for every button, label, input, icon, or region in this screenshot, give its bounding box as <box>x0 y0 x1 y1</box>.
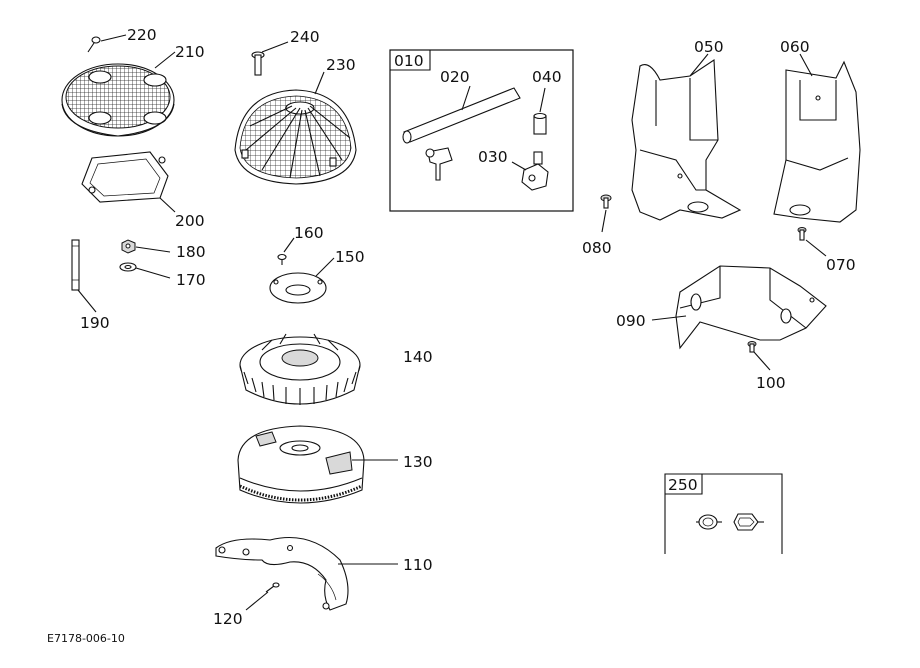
part-030-fitting-b <box>511 151 549 191</box>
part-230-screen-guard <box>234 71 357 185</box>
part-220-screw <box>87 34 127 53</box>
part-060-right-shroud <box>773 53 861 223</box>
label-160: 160 <box>294 224 324 242</box>
part-240-bolt <box>251 41 289 76</box>
label-130: 130 <box>403 453 433 471</box>
label-230: 230 <box>326 56 356 74</box>
part-020-tube <box>402 85 521 144</box>
part-140-fan <box>239 333 361 405</box>
label-250: 250 <box>668 476 698 494</box>
part-040-sleeve <box>533 87 547 135</box>
label-150: 150 <box>335 248 365 266</box>
part-120-screw <box>245 582 280 611</box>
part-190-stud <box>71 239 97 313</box>
kit-box-010 <box>389 49 574 212</box>
part-180-nut <box>121 239 171 254</box>
drawing-code: E7178-006-10 <box>47 632 125 645</box>
part-100-screw <box>747 341 771 371</box>
label-170: 170 <box>176 271 206 289</box>
label-110: 110 <box>403 556 433 574</box>
part-030-fitting-a <box>425 147 453 181</box>
part-250-clamp-left <box>696 514 722 530</box>
part-210-cleaner-cover <box>61 51 176 137</box>
label-070: 070 <box>826 256 856 274</box>
label-140: 140 <box>403 348 433 366</box>
part-070-screw <box>797 227 827 257</box>
part-090-lower-shroud <box>651 265 827 350</box>
part-050-left-shroud <box>631 53 742 221</box>
label-050: 050 <box>694 38 724 56</box>
part-200-gasket <box>81 151 176 213</box>
label-120: 120 <box>213 610 243 628</box>
label-090: 090 <box>616 312 646 330</box>
label-100: 100 <box>756 374 786 392</box>
label-210: 210 <box>175 43 205 61</box>
part-250-clamp-right <box>733 513 764 531</box>
kit-box-250 <box>664 473 783 554</box>
label-080: 080 <box>582 239 612 257</box>
label-060: 060 <box>780 38 810 56</box>
label-020: 020 <box>440 68 470 86</box>
part-130-flywheel <box>237 425 398 504</box>
label-010: 010 <box>394 52 424 70</box>
part-080-screw <box>600 194 612 233</box>
label-040: 040 <box>532 68 562 86</box>
label-030: 030 <box>478 148 508 166</box>
label-200: 200 <box>175 212 205 230</box>
part-160-screw <box>277 237 295 265</box>
label-190: 190 <box>80 314 110 332</box>
label-240: 240 <box>290 28 320 46</box>
part-150-plate <box>269 257 335 304</box>
part-110-backplate <box>215 536 398 611</box>
part-170-washer <box>119 262 171 279</box>
label-220: 220 <box>127 26 157 44</box>
label-180: 180 <box>176 243 206 261</box>
